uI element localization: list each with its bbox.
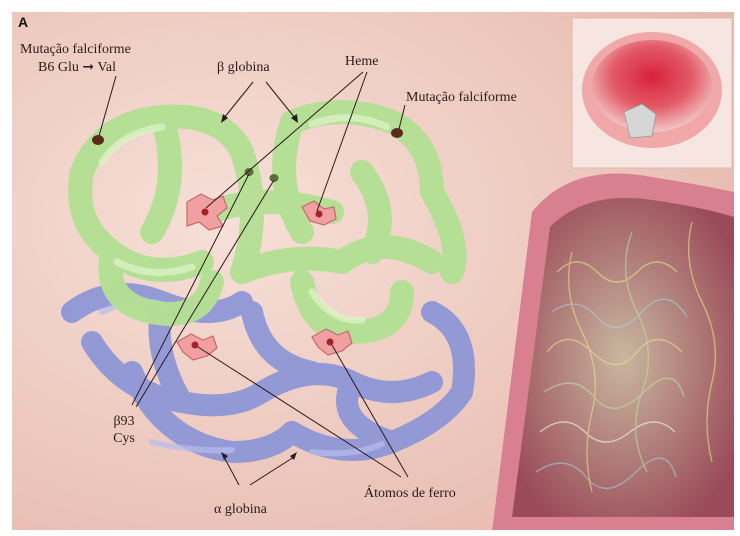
label-mutation-left-line1: Mutação falciforme <box>20 42 131 58</box>
label-heme: Heme <box>345 54 378 70</box>
label-val: Val <box>97 60 116 75</box>
hemoglobin-illustration <box>12 12 734 530</box>
label-beta-globin: β globina <box>217 60 270 76</box>
figure-frame: A Mutação falciforme B6 Glu ➞ Val β glob… <box>12 12 734 530</box>
label-mutation-left-line2: B6 Glu ➞ Val <box>38 59 116 76</box>
label-b6-glu: B6 Glu <box>38 60 79 75</box>
panel-letter-text: A <box>18 14 28 30</box>
right-arrow-icon: ➞ <box>82 59 94 75</box>
label-alpha-globin: α globina <box>214 502 267 518</box>
label-cys: Cys <box>104 431 144 447</box>
label-mutation-right: Mutação falciforme <box>406 90 517 106</box>
cell-inset <box>572 18 732 168</box>
label-iron-atoms: Átomos de ferro <box>364 486 456 502</box>
label-beta93: β93 <box>104 414 144 430</box>
